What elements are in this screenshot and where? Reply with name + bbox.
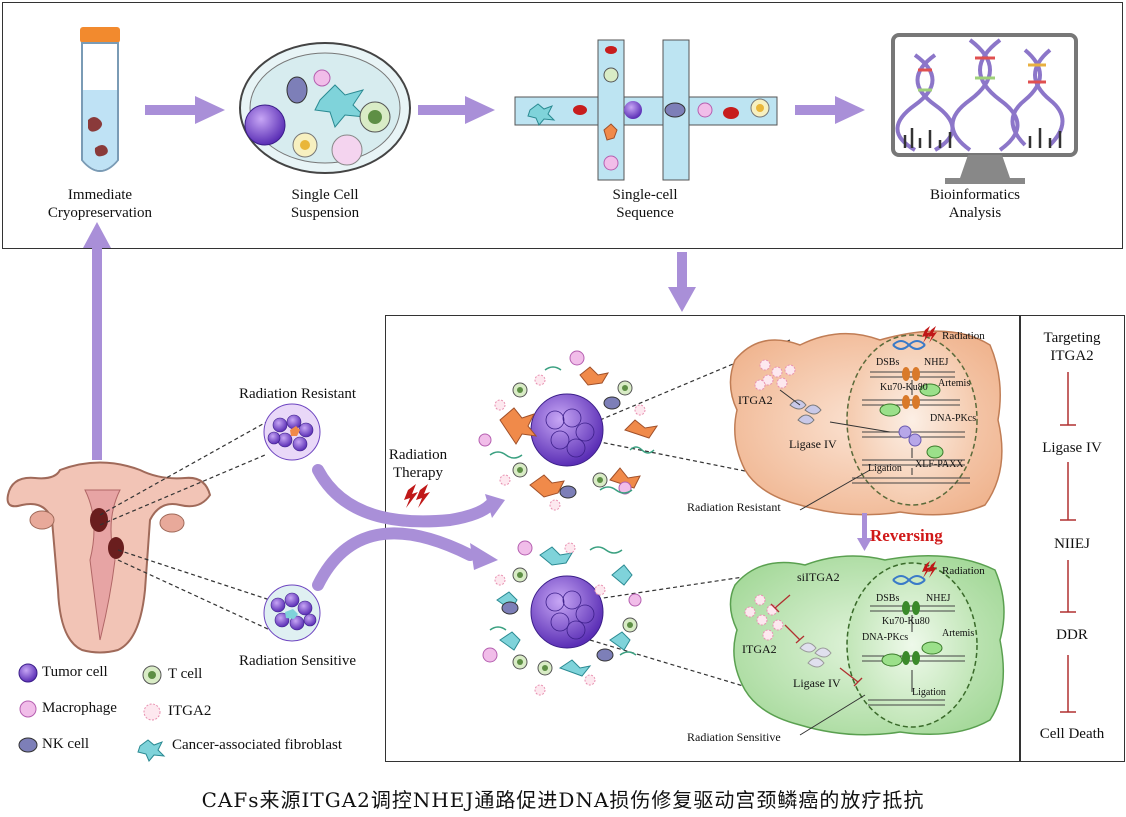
lightning-icon bbox=[404, 484, 430, 508]
resistant-tme-icon bbox=[478, 350, 659, 511]
res-itga2: ITGA2 bbox=[738, 393, 773, 407]
res-dnapkcs: DNA-PKcs bbox=[930, 413, 977, 424]
legend-macrophage: Macrophage bbox=[42, 700, 117, 716]
radiation-resistant-label: Radiation Resistant bbox=[238, 386, 357, 402]
workflow-arrows bbox=[83, 96, 865, 460]
res-dsbs: DSBs bbox=[876, 357, 900, 368]
figure-caption: CAFs来源ITGA2调控NHEJ通路促进DNA损伤修复驱动宫颈鳞癌的放疗抵抗 bbox=[201, 788, 925, 812]
microfluidic-chip-icon bbox=[514, 39, 778, 181]
sen-outcome: Radiation Sensitive bbox=[687, 730, 781, 744]
legend-nk-cell: NK cell bbox=[42, 736, 90, 752]
pathway-targeting-itga2: Targeting ITGA2 bbox=[1043, 330, 1101, 364]
step-bioinformatics: Bioinformatics Analysis bbox=[930, 187, 1020, 221]
step-single-cell-suspension: Single Cell Suspension bbox=[290, 187, 360, 221]
sensitive-tumor-small-icon bbox=[263, 584, 321, 642]
legend-t-cell: T cell bbox=[168, 666, 203, 682]
res-outcome: Radiation Resistant bbox=[687, 500, 781, 514]
res-ku: Ku70-Ku80 bbox=[880, 382, 928, 393]
res-ligation: Ligation bbox=[868, 463, 902, 474]
pathway-inhibitors bbox=[1060, 372, 1076, 713]
sensitive-cell-body bbox=[729, 555, 1005, 736]
pathway-nhej: NIIEJ bbox=[1054, 536, 1090, 552]
legend-fibroblast: Cancer-associated fibroblast bbox=[172, 737, 343, 753]
res-ligase: Ligase IV bbox=[789, 437, 837, 451]
res-nhej: NHEJ bbox=[924, 357, 949, 368]
reversing-arrow bbox=[857, 513, 872, 551]
uterus-icon bbox=[6, 461, 212, 654]
reversing-label: Reversing bbox=[870, 526, 943, 545]
sensitive-tme-icon bbox=[482, 540, 642, 696]
radiation-therapy-label: Radiation Therapy bbox=[388, 447, 448, 481]
res-radiation: Radiation bbox=[942, 330, 985, 342]
radiation-icon bbox=[922, 326, 937, 578]
test-tube-icon bbox=[80, 27, 120, 172]
sen-itga2: ITGA2 bbox=[742, 642, 777, 656]
sen-artemis: Artemis bbox=[942, 628, 975, 639]
resistant-tumor-small-icon bbox=[263, 403, 321, 461]
pathway-ligase-iv: Ligase IV bbox=[1042, 440, 1102, 456]
therapy-arrows bbox=[312, 464, 496, 591]
pathway-cell-death: Cell Death bbox=[1039, 726, 1105, 742]
sen-dnapkcs: DNA-PKcs bbox=[862, 632, 909, 643]
sen-nhej: NHEJ bbox=[926, 593, 951, 604]
legend-icons bbox=[18, 663, 166, 762]
petri-dish-icon bbox=[239, 42, 411, 174]
sen-siitga2: siITGA2 bbox=[797, 570, 840, 584]
step-cryopreservation: Immediate Cryopreservation bbox=[47, 187, 153, 221]
step-single-cell-sequence: Single-cell Sequence bbox=[612, 187, 678, 221]
sen-ligation: Ligation bbox=[912, 687, 946, 698]
panel-divider bbox=[1019, 316, 1021, 761]
radiation-sensitive-label: Radiation Sensitive bbox=[238, 653, 357, 669]
pathway-ddr: DDR bbox=[1056, 627, 1088, 643]
legend-itga2: ITGA2 bbox=[168, 703, 212, 719]
res-artemis: Artemis bbox=[938, 378, 971, 389]
dna-monitor-icon bbox=[891, 33, 1078, 184]
sen-dsbs: DSBs bbox=[876, 593, 900, 604]
res-xlf: XLF-PAXX bbox=[915, 459, 964, 470]
sen-ligase: Ligase IV bbox=[793, 676, 841, 690]
sen-ku: Ku70-Ku80 bbox=[882, 616, 930, 627]
resistant-cell-body bbox=[729, 330, 1003, 516]
sen-radiation: Radiation bbox=[942, 565, 985, 577]
legend-tumor-cell: Tumor cell bbox=[42, 664, 108, 680]
